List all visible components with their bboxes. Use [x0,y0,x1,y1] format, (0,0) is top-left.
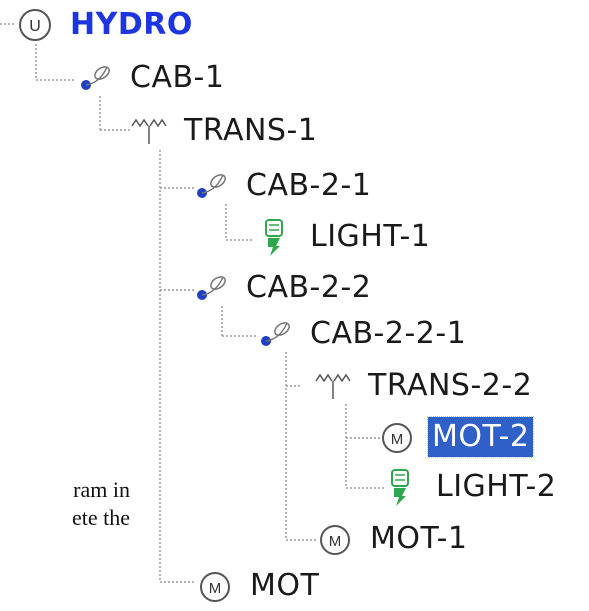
tree-node-mot[interactable]: M MOT [194,563,323,609]
tree-node-label: MOT-1 [370,521,468,556]
tree-node-cab-2-2-1[interactable]: CAB-2-2-1 [254,311,470,357]
document-text-line: ete the [71,505,130,530]
tree-node-hydro[interactable]: U HYDRO [14,2,197,48]
svg-text:U: U [29,18,41,35]
tree-node-label: CAB-1 [130,60,225,95]
tree-node-label: CAB-2-1 [246,168,372,203]
tree-node-light-1[interactable]: LIGHT-1 [254,214,434,260]
motor-icon: M [382,423,412,453]
cable-icon [197,276,226,300]
svg-text:M: M [209,580,222,597]
tree-node-mot-1[interactable]: M MOT-1 [314,516,471,562]
tree-node-mot-2[interactable]: M MOT-2 [376,414,535,460]
cable-icon [261,322,290,346]
document-text-line: ram in [73,477,130,502]
utility-icon: U [19,9,51,41]
tree-node-label: TRANS-1 [184,113,318,148]
tree-node-trans-1[interactable]: TRANS-1 [128,108,321,154]
tree-node-label: LIGHT-1 [310,219,431,254]
tree-node-label: MOT [250,568,320,603]
tree-node-label: TRANS-2-2 [368,368,533,403]
tree-node-trans-2-2[interactable]: TRANS-2-2 [312,363,536,409]
transformer-icon [131,118,167,144]
tree-node-cab-2-1[interactable]: CAB-2-1 [190,163,375,209]
cable-icon [81,66,110,90]
svg-text:M: M [329,533,342,550]
transformer-icon [315,373,351,399]
tree-node-cab-1[interactable]: CAB-1 [74,55,228,101]
cable-icon [197,174,226,198]
tree-node-light-2[interactable]: LIGHT-2 [380,464,560,510]
light-icon [391,469,409,506]
background-document-text: ram in ete the [0,476,130,532]
tree-node-label-selected: MOT-2 [426,416,535,458]
motor-icon: M [200,572,230,602]
tree-node-label: CAB-2-2 [246,270,372,305]
svg-text:M: M [391,431,404,448]
tree-node-label: CAB-2-2-1 [310,316,467,351]
tree-node-label: LIGHT-2 [436,469,557,504]
light-icon [265,219,283,256]
tree-node-cab-2-2[interactable]: CAB-2-2 [190,265,375,311]
motor-icon: M [320,525,350,555]
tree-node-label: HYDRO [70,7,193,42]
